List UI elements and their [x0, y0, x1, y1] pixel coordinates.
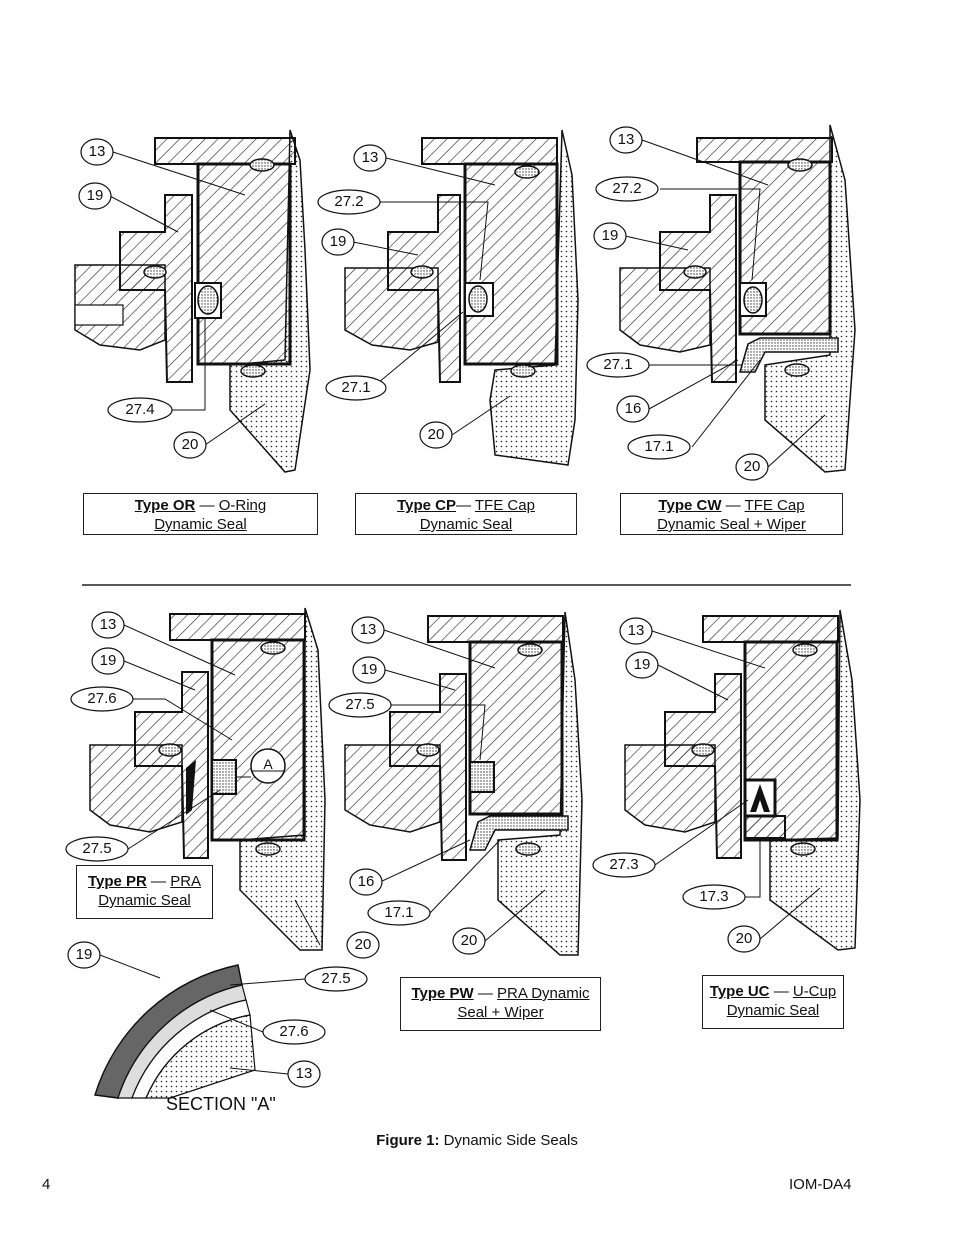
detail-marker-a: A [263, 756, 273, 772]
caption-type-or-desc1: O-Ring [218, 497, 267, 514]
caption-type-or-title: Type OR [134, 497, 196, 514]
caption-type-cp-sep: — [455, 497, 471, 514]
panel-pr-drawing [65, 607, 380, 959]
callout-uc-20: 20 [735, 930, 753, 947]
figure-label: Figure 1: [376, 1132, 440, 1149]
callout-uc-27-3: 27.3 [609, 856, 639, 873]
caption-type-pw-desc2: Seal + Wiper [457, 1004, 544, 1021]
callout-cp-20: 20 [427, 426, 445, 443]
callout-cw-20: 20 [743, 458, 761, 475]
caption-type-uc: Type UC — U-Cup Dynamic Seal [702, 975, 844, 1029]
callout-pw-19: 19 [360, 661, 378, 678]
caption-type-uc-desc1: U-Cup [792, 983, 837, 1000]
callout-section-19: 19 [75, 946, 93, 963]
callout-pw-20: 20 [460, 932, 478, 949]
caption-type-pw-sep: — [477, 985, 493, 1002]
callout-pr-20: 20 [354, 936, 372, 953]
callout-pr-27-6: 27.6 [87, 690, 117, 707]
section-a-label: SECTION "A" [166, 1094, 276, 1114]
caption-type-pr-sep: — [151, 873, 167, 890]
caption-type-pw-title: Type PW [411, 985, 474, 1002]
panel-cw-drawing [586, 124, 856, 481]
figure-title: Dynamic Side Seals [443, 1132, 578, 1149]
caption-type-uc-title: Type UC [709, 983, 770, 1000]
callout-cp-19: 19 [329, 233, 347, 250]
caption-type-pw: Type PW — PRA Dynamic Seal + Wiper [400, 977, 601, 1031]
callout-or-19: 19 [86, 187, 104, 204]
callout-cw-17-1: 17.1 [644, 438, 674, 455]
callout-pr-19: 19 [99, 652, 117, 669]
panel-uc-drawing [592, 609, 861, 953]
caption-type-pr-desc2: Dynamic Seal [98, 892, 191, 909]
caption-type-cw-desc2: Dynamic Seal + Wiper [657, 516, 806, 533]
callout-pw-16: 16 [357, 873, 375, 890]
caption-type-pw-desc1: PRA Dynamic [497, 985, 590, 1002]
callout-cp-27-1: 27.1 [341, 379, 371, 396]
callout-section-27-6: 27.6 [279, 1023, 309, 1040]
panel-pw-drawing [328, 611, 583, 956]
caption-type-uc-desc2: Dynamic Seal [726, 1002, 820, 1019]
panel-cp-drawing [317, 129, 579, 466]
page-number: 4 [42, 1176, 51, 1193]
callout-pr-27-5: 27.5 [82, 840, 112, 857]
panel-or-drawing [74, 129, 311, 473]
caption-type-pr-title: Type PR [87, 873, 147, 890]
callout-uc-19: 19 [633, 656, 651, 673]
callout-cp-13: 13 [361, 149, 379, 166]
caption-type-or-sep: — [199, 497, 215, 514]
callout-or-27-4: 27.4 [125, 401, 155, 418]
figure-caption: Figure 1: Dynamic Side Seals [0, 1132, 954, 1149]
caption-type-cw-sep: — [725, 497, 741, 514]
callout-pw-17-1: 17.1 [384, 904, 414, 921]
section-a-drawing [67, 941, 368, 1099]
callout-cp-27-2: 27.2 [334, 193, 364, 210]
caption-type-pr: Type PR — PRA Dynamic Seal [76, 865, 213, 919]
callout-or-13: 13 [88, 143, 106, 160]
caption-type-cp-desc1: TFE Cap [474, 497, 535, 514]
callout-cw-13: 13 [617, 131, 635, 148]
caption-type-or-desc2: Dynamic Seal [154, 516, 247, 533]
callout-cw-19: 19 [601, 227, 619, 244]
callout-cw-27-1: 27.1 [603, 356, 633, 373]
callout-uc-17-3: 17.3 [699, 888, 729, 905]
caption-type-cp-desc2: Dynamic Seal [419, 516, 513, 533]
caption-type-cw-desc1: TFE Cap [744, 497, 805, 514]
callout-or-20: 20 [181, 436, 199, 453]
callout-cw-16: 16 [624, 400, 642, 417]
callout-pw-27-5: 27.5 [345, 696, 375, 713]
document-id: IOM-DA4 [789, 1176, 852, 1193]
caption-type-cw-title: Type CW [658, 497, 722, 514]
caption-type-or: Type OR — O-Ring Dynamic Seal [83, 493, 318, 535]
callout-pr-13: 13 [99, 616, 117, 633]
callout-uc-13: 13 [627, 622, 645, 639]
caption-type-cp: Type CP— TFE Cap Dynamic Seal [355, 493, 577, 535]
callout-section-13: 13 [295, 1065, 313, 1082]
callout-pw-13: 13 [359, 621, 377, 638]
caption-type-pr-desc1: PRA [170, 873, 202, 890]
caption-type-uc-sep: — [773, 983, 789, 1000]
callout-cw-27-2: 27.2 [612, 180, 642, 197]
caption-type-cw: Type CW — TFE Cap Dynamic Seal + Wiper [620, 493, 843, 535]
callout-section-27-5: 27.5 [321, 970, 351, 987]
caption-type-cp-title: Type CP [397, 497, 456, 514]
